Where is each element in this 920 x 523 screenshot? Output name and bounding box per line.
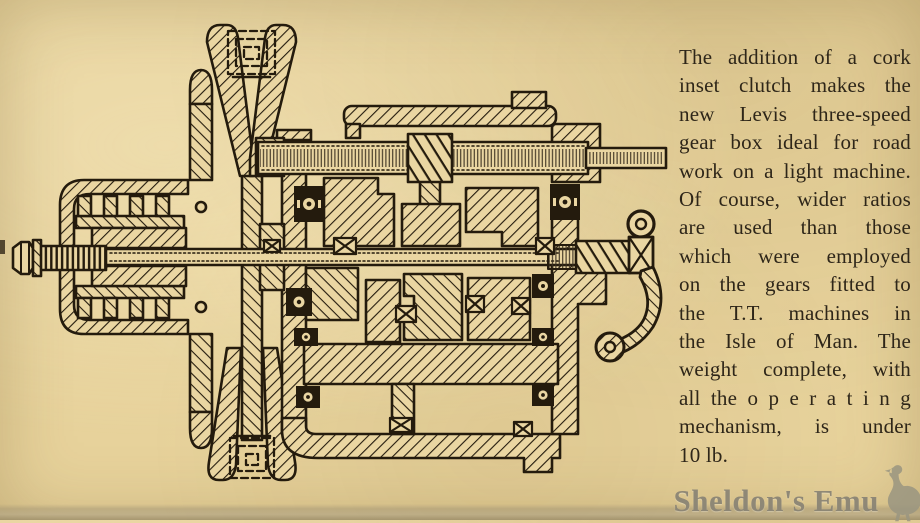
scan-artifact [0, 240, 5, 254]
watermark-text: Sheldon's Emu [673, 483, 879, 518]
pulley-web [240, 148, 264, 442]
article-line: mechanism, is under [679, 414, 911, 439]
axle-spring [38, 244, 108, 272]
clutch-springs-bottom [76, 296, 171, 320]
article-line: on the gears fitted to [679, 272, 911, 297]
belt-section-bottom [228, 436, 276, 480]
mainshaft [256, 132, 668, 184]
watermark: Sheldon's Emu [673, 463, 920, 523]
article-line: which were employed [679, 243, 911, 268]
article-line: all the o p e r a t i n g [679, 385, 911, 410]
belt-section-top [226, 29, 277, 76]
gear-clusters [302, 174, 560, 436]
clutch-assembly [58, 68, 214, 450]
article-line: work on a light machine. [679, 158, 911, 183]
article-line: Of course, wider ratios [679, 187, 911, 212]
article-line: the T.T. machines in [679, 300, 911, 325]
article-line: weight complete, with [679, 357, 911, 382]
article-line: the Isle of Man. The [679, 329, 911, 354]
article-line: gear box ideal for road [679, 130, 911, 155]
article-line: 10 lb. [679, 442, 729, 467]
splined-sleeve [406, 132, 454, 184]
article-line: inset clutch makes the [679, 73, 911, 98]
article-line: The addition of a cork [679, 45, 911, 69]
operating-lever [594, 209, 663, 363]
article-line: new Levis three-speed [679, 101, 911, 126]
worm-gear [574, 239, 632, 275]
emu-icon [884, 465, 920, 522]
article-line: are used than those [679, 215, 911, 240]
ball-bearings [286, 184, 580, 408]
page-bottom-edge [0, 504, 920, 520]
roller-cages [262, 236, 556, 438]
clutch-springs-top [76, 194, 171, 218]
article-text: The addition of a cork inset clutch makes… [679, 43, 911, 469]
